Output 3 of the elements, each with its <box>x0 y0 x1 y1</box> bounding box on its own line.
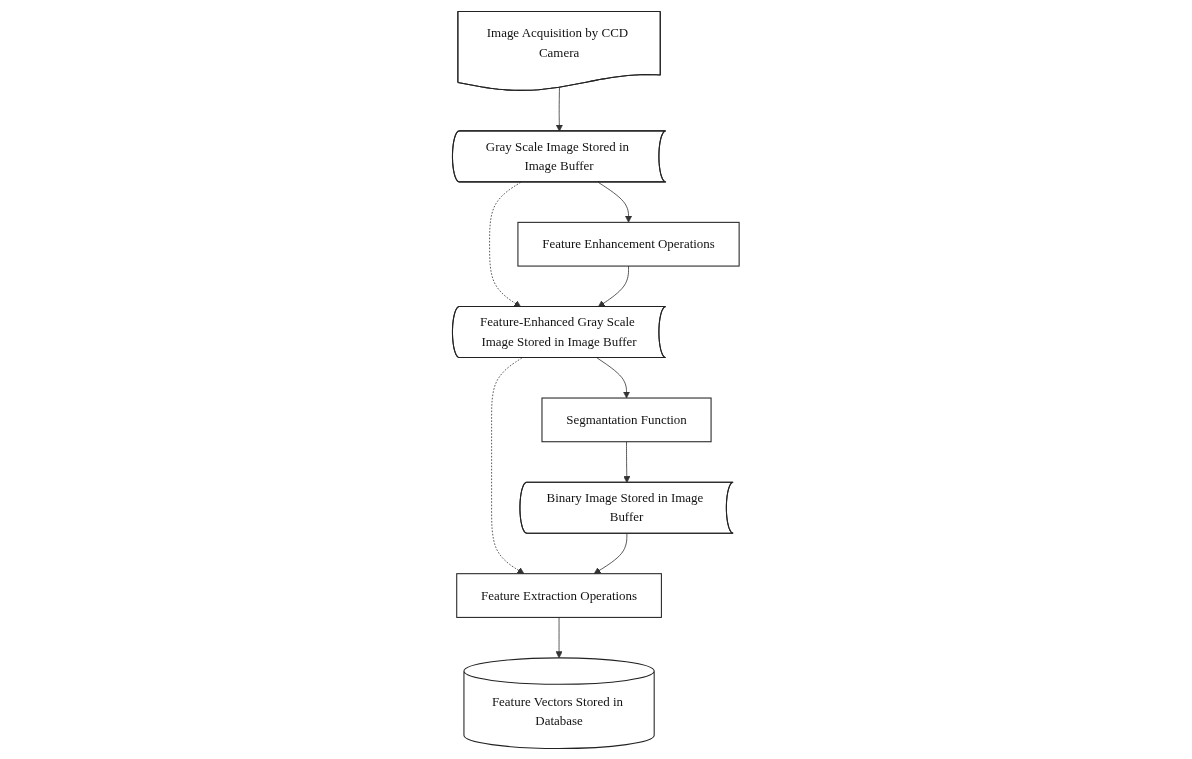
node-box: Feature Enhancement Operations <box>517 221 740 267</box>
node-box: Feature Extraction Operations <box>456 572 663 618</box>
node-box: Segmantation Function <box>541 397 712 442</box>
